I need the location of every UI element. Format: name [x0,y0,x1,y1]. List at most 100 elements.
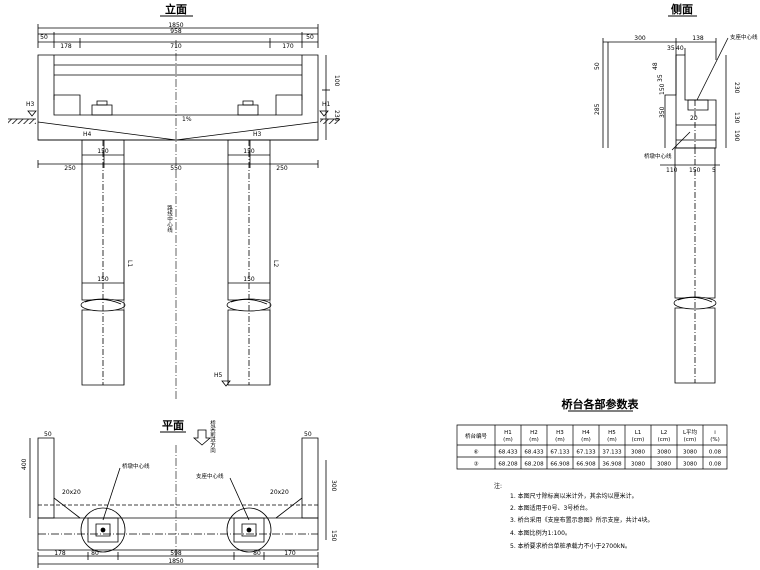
note-2: 2. 本图适用于0号、3号桥台。 [510,504,591,512]
elev-level-h4: H4 [83,131,92,138]
notes: 注: 1. 本图尺寸除标高以米计外，其余均以厘米计。 2. 本图适用于0号、3号… [494,482,653,550]
plan-right-50: 50 [304,431,312,438]
plan-dim-total: 1850 [168,558,183,565]
plan-dim-598: 598 [170,550,182,557]
table-header-cell: L2 [661,430,668,436]
plan-title: 平面 [162,419,184,432]
plan-left-20x20: 20x20 [62,489,81,496]
table-cell: 3080 [631,462,645,468]
table-cell: 37.133 [602,450,622,456]
side-dim-230: 230 [733,82,740,94]
notes-heading: 注: [494,482,502,490]
elev-level-h3-left: H3 [26,101,35,108]
plan-dim-80-left: 80 [91,550,99,557]
plan-right-300: 300 [330,480,337,492]
table-header-cell: H5 [608,430,616,436]
plan-right-20x20: 20x20 [270,489,289,496]
elev-level-h5: H5 [214,372,223,379]
table-cell: 0.08 [709,450,722,456]
table-header-cell: (m) [555,437,565,443]
table-header-cell: (cm) [684,437,697,443]
side-bearing-label: 支座中心线 [730,33,758,41]
table-cell: 3080 [657,462,671,468]
table-header-cell: i [714,430,716,436]
table-header-cell: (cm) [632,437,645,443]
side-dim-190: 190 [733,130,740,142]
elev-dim-170: 170 [282,43,294,50]
side-dim-40: 40 [676,45,684,52]
side-view: 侧面 300 138 35 40 50 285 150 350 48 35 20… [594,2,758,383]
plan-bearing-label: 支座中心线 [196,472,224,480]
elev-pile-l2: L2 [272,260,279,267]
elev-dim-958: 958 [170,28,182,35]
side-dim-138: 138 [692,35,704,42]
table-cell: 36.908 [602,462,622,468]
elev-dim-250-right: 250 [276,165,288,172]
table-cell: 68.433 [498,450,518,456]
side-dim-20: 20 [690,115,698,122]
table-header-cell: L平均 [683,428,698,436]
table-header-cell: (cm) [658,437,671,443]
elev-pile-l1: L1 [126,260,133,267]
table-cell: ⑥ [474,450,479,456]
table-cell: 0.08 [709,462,722,468]
side-dim-48: 48 [652,62,659,70]
table-cell: 66.908 [550,462,570,468]
table-header-cell: (m) [607,437,617,443]
elev-right-230: 230 [333,110,340,122]
table-header-cell: L1 [635,430,642,436]
table-title: 桥台各部参数表 [562,397,640,411]
table-header-cell: 桥台编号 [465,432,488,440]
side-pier-label: 桥墩中心线 [644,152,672,160]
side-dim-150: 150 [659,83,666,95]
table-cell: 67.133 [576,450,596,456]
elev-right-100: 100 [333,75,340,87]
side-dim-110: 110 [666,167,678,174]
elev-level-h3-right: H3 [253,131,262,138]
side-dim-35: 35 [667,45,675,52]
table-cell: 68.208 [498,462,518,468]
note-5: 5. 本桥要求桥台单桩承载力不小于2700kN。 [510,542,631,550]
table-header-cell: H2 [530,430,538,436]
elevation-title: 立面 [165,2,187,16]
elev-dim-total: 1850 [168,22,183,29]
table-cell: 3080 [657,450,671,456]
elev-dim-550: 550 [170,165,182,172]
elev-dim-50-left: 50 [40,34,48,41]
table-header-cell: H4 [582,430,590,436]
table-cell: 3080 [683,462,697,468]
elev-dim-250-left: 250 [64,165,76,172]
table-header-cell: H1 [504,430,512,436]
table-cell: 3080 [631,450,645,456]
elev-dim-50-right: 50 [306,34,314,41]
plan-dim-80-right: 80 [253,550,261,557]
elev-slope: 1% [182,116,192,123]
elev-pile-dim-4: 150 [243,276,255,283]
table-cell: 68.433 [524,450,544,456]
side-dim-35b: 35 [657,74,664,82]
plan-left-50: 50 [44,431,52,438]
plan-view: 平面 桥梁前进方向 50 50 20x20 20x20 400 300 150 [21,419,337,568]
side-dim-50: 50 [594,62,601,70]
table-cell: ③ [474,462,479,468]
table-cell: 3080 [683,450,697,456]
plan-pier-label: 桥墩中心线 [122,462,150,470]
table-cell: 68.208 [524,462,544,468]
table-header-cell: (m) [581,437,591,443]
plan-arrow-label: 桥梁前进方向 [209,419,216,454]
plan-dim-178: 178 [54,550,66,557]
side-dim-130: 130 [733,112,740,124]
table-header-cell: (m) [529,437,539,443]
table-header-cell: (m) [503,437,513,443]
table-cell: 66.908 [576,462,596,468]
side-title: 侧面 [671,2,693,16]
side-dim-285: 285 [594,103,601,115]
plan-left-400: 400 [21,458,28,470]
elevation-view: 立面 1850 958 50 178 710 170 50 [8,2,340,400]
table-header-cell: (%) [710,437,720,443]
elev-centerline-label: 路线中心线 [166,204,173,233]
table-cell: 67.133 [550,450,570,456]
side-dim-350: 350 [659,106,666,118]
note-4: 4. 本图比例为1:100。 [510,529,571,537]
